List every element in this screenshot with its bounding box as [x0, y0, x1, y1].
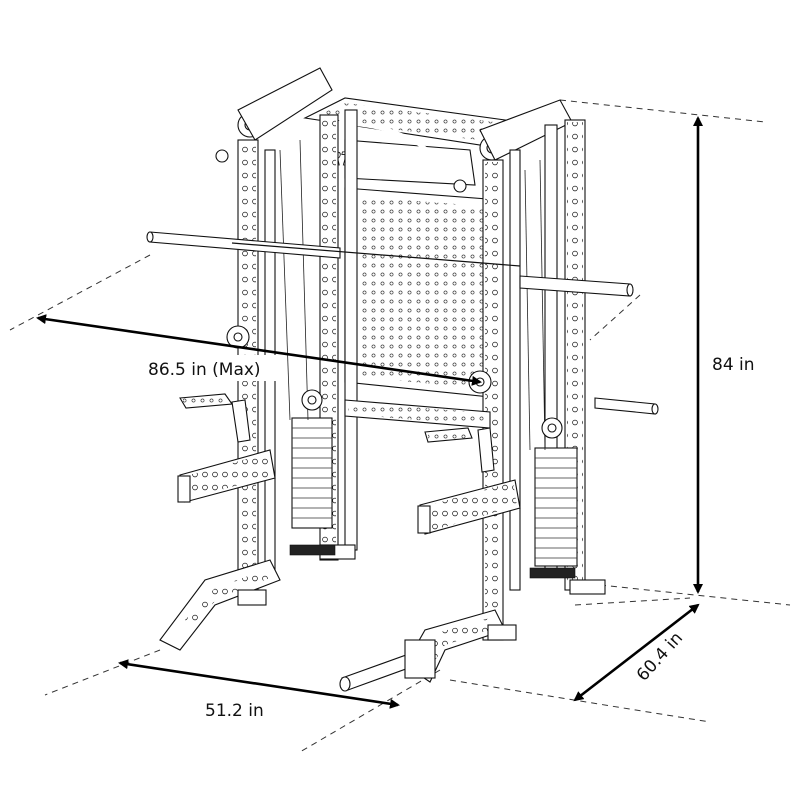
safety-arms [177, 449, 521, 535]
depth-arrow [573, 603, 700, 702]
right-uprights [482, 119, 586, 641]
width-max-arrow [36, 314, 482, 386]
extension-lines [9, 99, 791, 753]
weight-stacks [291, 417, 578, 567]
top-pulleys [237, 67, 573, 161]
height-label: 84 in [712, 355, 755, 375]
width-max-label: 86.5 in (Max) [148, 360, 261, 380]
depth-label: 60.4 in [633, 628, 687, 685]
dimension-arrows [36, 116, 703, 709]
base-width-label: 51.2 in [205, 701, 264, 721]
barbells [146, 231, 659, 415]
lower-crossmember [344, 399, 491, 429]
landmine-attachment [339, 639, 436, 692]
handles [179, 393, 495, 473]
base-width-arrow [118, 659, 400, 709]
